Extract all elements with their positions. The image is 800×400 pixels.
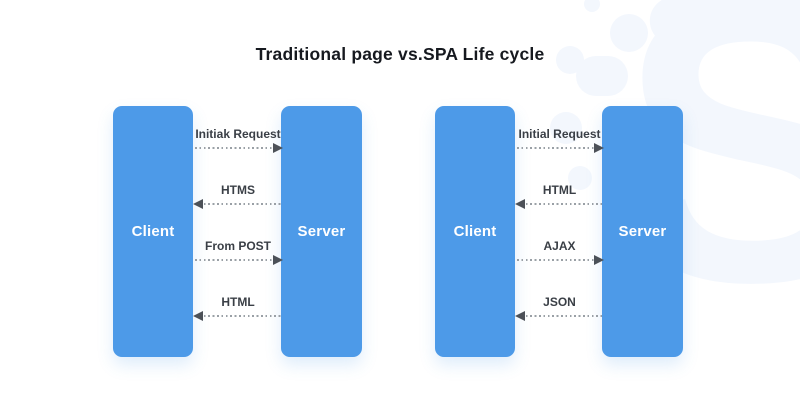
- arrow-label: Initiak Request: [195, 127, 281, 141]
- arrowhead-right-icon: [594, 143, 604, 153]
- arrow-from-post-traditional: From POST: [195, 239, 283, 265]
- dotted-line: [195, 143, 283, 153]
- arrow-ajax-spa: AJAX: [517, 239, 604, 265]
- spa-server-label: Server: [618, 223, 667, 240]
- arrow-label: HTML: [542, 183, 577, 197]
- arrow-label: Initial Request: [518, 127, 601, 141]
- dotted-line: [515, 311, 602, 321]
- arrow-initial-request-traditional: Initiak Request: [195, 127, 283, 153]
- arrow-html-traditional: HTML: [193, 295, 281, 321]
- background-blob: [644, 0, 800, 50]
- arrowhead-left-icon: [193, 199, 203, 209]
- arrowhead-right-icon: [273, 255, 283, 265]
- arrowhead-left-icon: [515, 311, 525, 321]
- arrowhead-right-icon: [273, 143, 283, 153]
- dotted-line: [517, 143, 604, 153]
- background-circle: [568, 166, 592, 190]
- page-title: Traditional page vs.SPA Life cycle: [255, 44, 545, 64]
- traditional-server-label: Server: [297, 223, 346, 240]
- spa-client-label: Client: [453, 223, 497, 240]
- background-circle: [584, 0, 600, 12]
- background-circle: [550, 112, 582, 144]
- arrow-label: HTMS: [221, 183, 255, 197]
- arrowhead-left-icon: [193, 311, 203, 321]
- arrow-label: AJAX: [543, 239, 576, 253]
- arrow-htms-traditional: HTMS: [193, 183, 281, 209]
- spa-client-box: Client: [435, 106, 515, 357]
- arrow-label: From POST: [204, 239, 271, 253]
- dotted-line: [515, 199, 602, 209]
- dotted-line: [195, 255, 283, 265]
- arrow-html-spa: HTML: [515, 183, 602, 209]
- arrowhead-right-icon: [594, 255, 604, 265]
- arrow-json-spa: JSON: [515, 295, 602, 321]
- traditional-client-label: Client: [131, 223, 175, 240]
- arrow-label: JSON: [543, 295, 576, 309]
- arrow-label: HTML: [221, 295, 255, 309]
- background-circle: [610, 14, 648, 52]
- dotted-line: [193, 199, 281, 209]
- spa-server-box: Server: [602, 106, 683, 357]
- traditional-client-box: Client: [113, 106, 193, 357]
- traditional-server-box: Server: [281, 106, 362, 357]
- arrow-initial-request-spa: Initial Request: [517, 127, 604, 153]
- arrowhead-left-icon: [515, 199, 525, 209]
- background-blob: [576, 56, 628, 96]
- dotted-line: [517, 255, 604, 265]
- dotted-line: [193, 311, 281, 321]
